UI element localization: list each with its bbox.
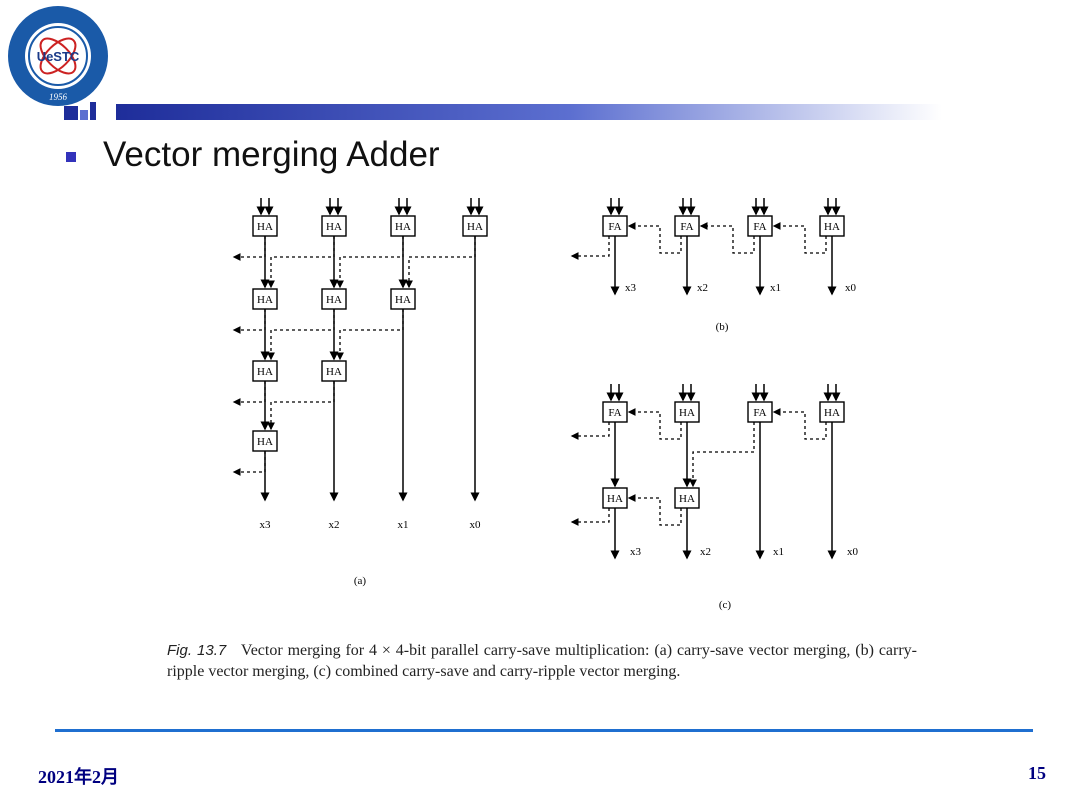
ha-cell-a-r1-c1-label: HA (326, 294, 342, 306)
figure-caption: Fig. 13.7 Vector merging for 4 × 4-bit p… (167, 640, 917, 682)
carry-wire-a-r0-c0 (232, 236, 266, 261)
cell-b-c2: FA (747, 215, 773, 237)
subfigure-label-c: (c) (719, 599, 732, 611)
logo-center-text: UeSTC (37, 49, 80, 64)
carry-wire-b-c1 (627, 222, 682, 254)
carry-wire-b-c3 (772, 222, 827, 254)
ha-cell-a-r3-c0-label: HA (257, 436, 273, 448)
carry-wire-a-r1-c0 (232, 309, 266, 334)
carry-wire-c-top-c1 (627, 408, 682, 440)
slide-title: Vector merging Adder (103, 135, 440, 174)
output-label-b-x3: x3 (625, 282, 637, 294)
output-label-b-x2: x2 (697, 282, 708, 294)
cell-c-bottom-c0: HA (602, 487, 628, 509)
ha-cell-a-r2-c1-label: HA (326, 366, 342, 378)
subfigure-c-combined: FA HA FA HA HA HA (570, 384, 845, 560)
cell-c-top-c1-label: HA (679, 407, 695, 419)
output-label-a-x1: x1 (398, 519, 409, 531)
ha-cell-a-r0-c2: HA (390, 215, 416, 237)
footer-divider (55, 729, 1033, 732)
university-logo: UeSTC 1956 (8, 6, 108, 106)
ha-cell-a-r2-c0: HA (252, 360, 278, 382)
carry-wire-b-c2 (699, 222, 755, 254)
ha-cell-a-r0-c3: HA (462, 215, 488, 237)
header-gradient-bar (64, 102, 942, 120)
carry-wire-a-r0-c3 (405, 236, 476, 289)
output-label-c-x3: x3 (630, 546, 642, 558)
output-label-c-x1: x1 (773, 546, 784, 558)
output-label-a-x2: x2 (329, 519, 340, 531)
cell-c-top-c2-label: FA (753, 407, 766, 419)
cell-b-c0: FA (602, 215, 628, 237)
carry-wire-a-r3-c0 (232, 451, 266, 476)
cell-b-c1-label: FA (680, 221, 693, 233)
ha-cell-a-r0-c1: HA (321, 215, 347, 237)
cell-c-bottom-c1-label: HA (679, 493, 695, 505)
footer-date: 2021年2月 (38, 767, 119, 787)
subfigure-label-a: (a) (354, 575, 367, 587)
cell-b-c0-label: FA (608, 221, 621, 233)
subfigure-b-carry-ripple: FA FA FA HA (570, 198, 845, 296)
carry-wire-c-top-c2 (689, 422, 755, 488)
carry-wire-a-r1-c2 (336, 309, 404, 361)
output-label-b-x0: x0 (845, 282, 857, 294)
ha-cell-a-r1-c0-label: HA (257, 294, 273, 306)
carry-wire-c-bottom-c1 (627, 494, 682, 526)
ha-cell-a-r3-c0: HA (252, 430, 278, 452)
ha-cell-a-r0-c0-label: HA (257, 221, 273, 233)
ha-cell-a-r1-c2: HA (390, 288, 416, 310)
ha-cell-a-r0-c0: HA (252, 215, 278, 237)
cell-c-top-c0: FA (602, 401, 628, 423)
cell-b-c3: HA (819, 215, 845, 237)
carry-wire-a-r2-c1 (267, 381, 335, 431)
page-number: 15 (1028, 763, 1046, 783)
output-label-a-x0: x0 (470, 519, 482, 531)
carry-wire-a-r0-c1 (267, 236, 335, 289)
ha-cell-a-r0-c1-label: HA (326, 221, 342, 233)
cell-c-top-c1: HA (674, 401, 700, 423)
ha-cell-a-r1-c2-label: HA (395, 294, 411, 306)
ha-cell-a-r0-c3-label: HA (467, 221, 483, 233)
carry-wire-a-r1-c1 (267, 309, 335, 361)
cell-c-top-c3: HA (819, 401, 845, 423)
subfigure-label-b: (b) (716, 321, 729, 333)
cell-c-top-c3-label: HA (824, 407, 840, 419)
carry-wire-a-r2-c0 (232, 381, 266, 406)
caption-label: Fig. 13.7 (167, 642, 227, 659)
cell-b-c1: FA (674, 215, 700, 237)
ha-cell-a-r0-c2-label: HA (395, 221, 411, 233)
logo-year: 1956 (49, 92, 68, 102)
output-label-a-x3: x3 (260, 519, 272, 531)
cell-c-top-c0-label: FA (608, 407, 621, 419)
output-label-b-x1: x1 (770, 282, 781, 294)
ha-cell-a-r2-c1: HA (321, 360, 347, 382)
output-label-c-x2: x2 (700, 546, 711, 558)
carry-out-wire-b (570, 236, 610, 260)
caption-text: Vector merging for 4 × 4-bit parallel ca… (167, 642, 918, 680)
ha-cell-a-r2-c0-label: HA (257, 366, 273, 378)
carry-out-wire-c-top (570, 422, 610, 440)
cell-b-c3-label: HA (824, 221, 840, 233)
carry-wire-a-r0-c2 (336, 236, 404, 289)
cell-c-bottom-c1: HA (674, 487, 700, 509)
output-label-c-x0: x0 (847, 546, 859, 558)
carry-out-wire-c-bottom (570, 508, 610, 526)
cell-c-top-c2: FA (747, 401, 773, 423)
subfigure-a-carry-save: HA HA HA HA HA HA HA HA HA HA (232, 198, 488, 502)
carry-wire-c-top-c3 (772, 408, 827, 440)
ha-cell-a-r1-c1: HA (321, 288, 347, 310)
bullet-marker (66, 152, 76, 162)
ha-cell-a-r1-c0: HA (252, 288, 278, 310)
cell-c-bottom-c0-label: HA (607, 493, 623, 505)
cell-b-c2-label: FA (753, 221, 766, 233)
